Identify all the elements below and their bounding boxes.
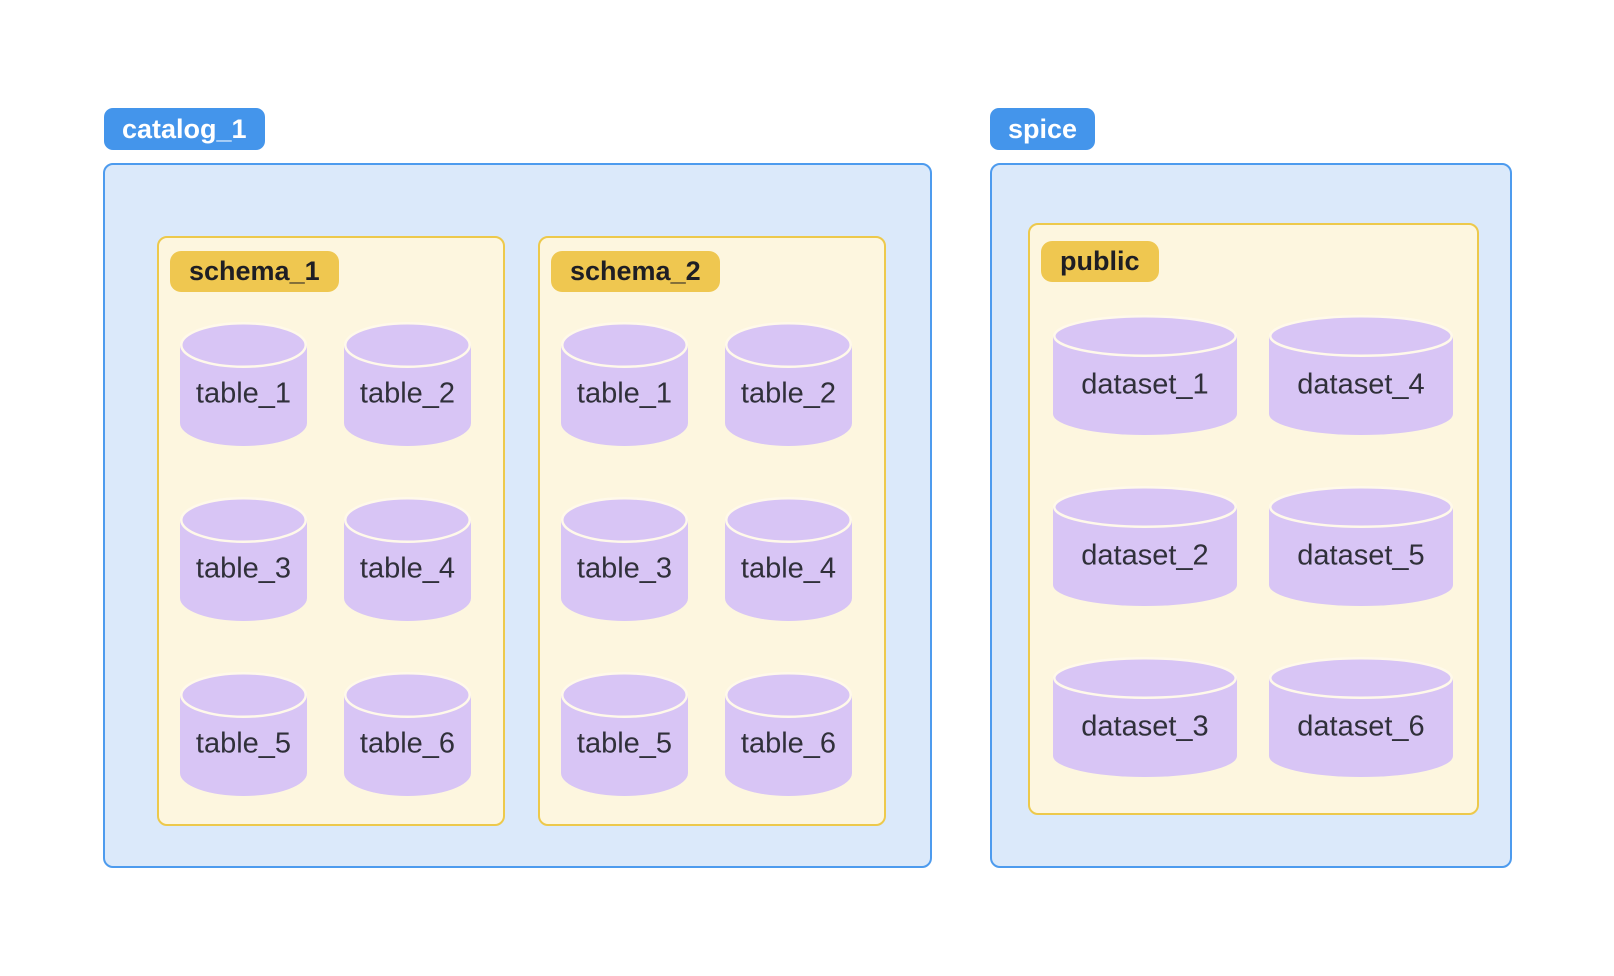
- cylinder-label: dataset_3: [1081, 710, 1209, 743]
- cylinder-label: table_4: [740, 552, 837, 585]
- cylinder-label: table_1: [576, 377, 673, 410]
- cylinder-label: table_1: [195, 377, 292, 410]
- cylinder-label: table_3: [195, 552, 292, 585]
- schema-1-tables-grid: table_1 table_2 table_3 table_4 table_5 table…: [159, 238, 503, 824]
- cylinder-label: dataset_5: [1297, 539, 1425, 572]
- cylinder-label: dataset_4: [1297, 368, 1425, 401]
- database-cylinder-dataset_5: dataset_5: [1269, 486, 1453, 606]
- database-cylinder-table_2: table_2: [725, 322, 852, 446]
- database-cylinder-table_2: table_2: [344, 322, 471, 446]
- database-cylinder-dataset_3: dataset_3: [1053, 657, 1237, 777]
- cylinder-label: table_4: [359, 552, 456, 585]
- cylinder-label: table_6: [359, 727, 456, 760]
- schema-2-tables-grid: table_1 table_2 table_3 table_4 table_5 table…: [540, 238, 884, 824]
- cylinder-label: table_2: [740, 377, 837, 410]
- database-cylinder-table_4: table_4: [725, 497, 852, 621]
- database-cylinder-dataset_6: dataset_6: [1269, 657, 1453, 777]
- database-cylinder-dataset_2: dataset_2: [1053, 486, 1237, 606]
- cylinder-label: dataset_2: [1081, 539, 1209, 572]
- schema-1-badge: schema_1: [170, 251, 339, 292]
- database-cylinder-table_5: table_5: [180, 672, 307, 796]
- database-cylinder-table_1: table_1: [180, 322, 307, 446]
- database-cylinder-table_5: table_5: [561, 672, 688, 796]
- catalog-1-badge: catalog_1: [104, 108, 265, 150]
- schema-2-badge: schema_2: [551, 251, 720, 292]
- database-cylinder-table_1: table_1: [561, 322, 688, 446]
- database-cylinder-dataset_1: dataset_1: [1053, 315, 1237, 435]
- database-cylinder-table_3: table_3: [561, 497, 688, 621]
- cylinder-label: table_6: [740, 727, 837, 760]
- cylinder-label: dataset_6: [1297, 710, 1425, 743]
- cylinder-label: dataset_1: [1081, 368, 1209, 401]
- database-cylinder-dataset_4: dataset_4: [1269, 315, 1453, 435]
- database-cylinder-table_4: table_4: [344, 497, 471, 621]
- spice-catalog-badge: spice: [990, 108, 1096, 150]
- public-schema-badge: public: [1041, 241, 1159, 282]
- database-cylinder-table_3: table_3: [180, 497, 307, 621]
- database-cylinder-table_6: table_6: [725, 672, 852, 796]
- cylinder-label: table_5: [195, 727, 292, 760]
- cylinder-label: table_2: [359, 377, 456, 410]
- cylinder-label: table_3: [576, 552, 673, 585]
- cylinder-label: table_5: [576, 727, 673, 760]
- database-cylinder-table_6: table_6: [344, 672, 471, 796]
